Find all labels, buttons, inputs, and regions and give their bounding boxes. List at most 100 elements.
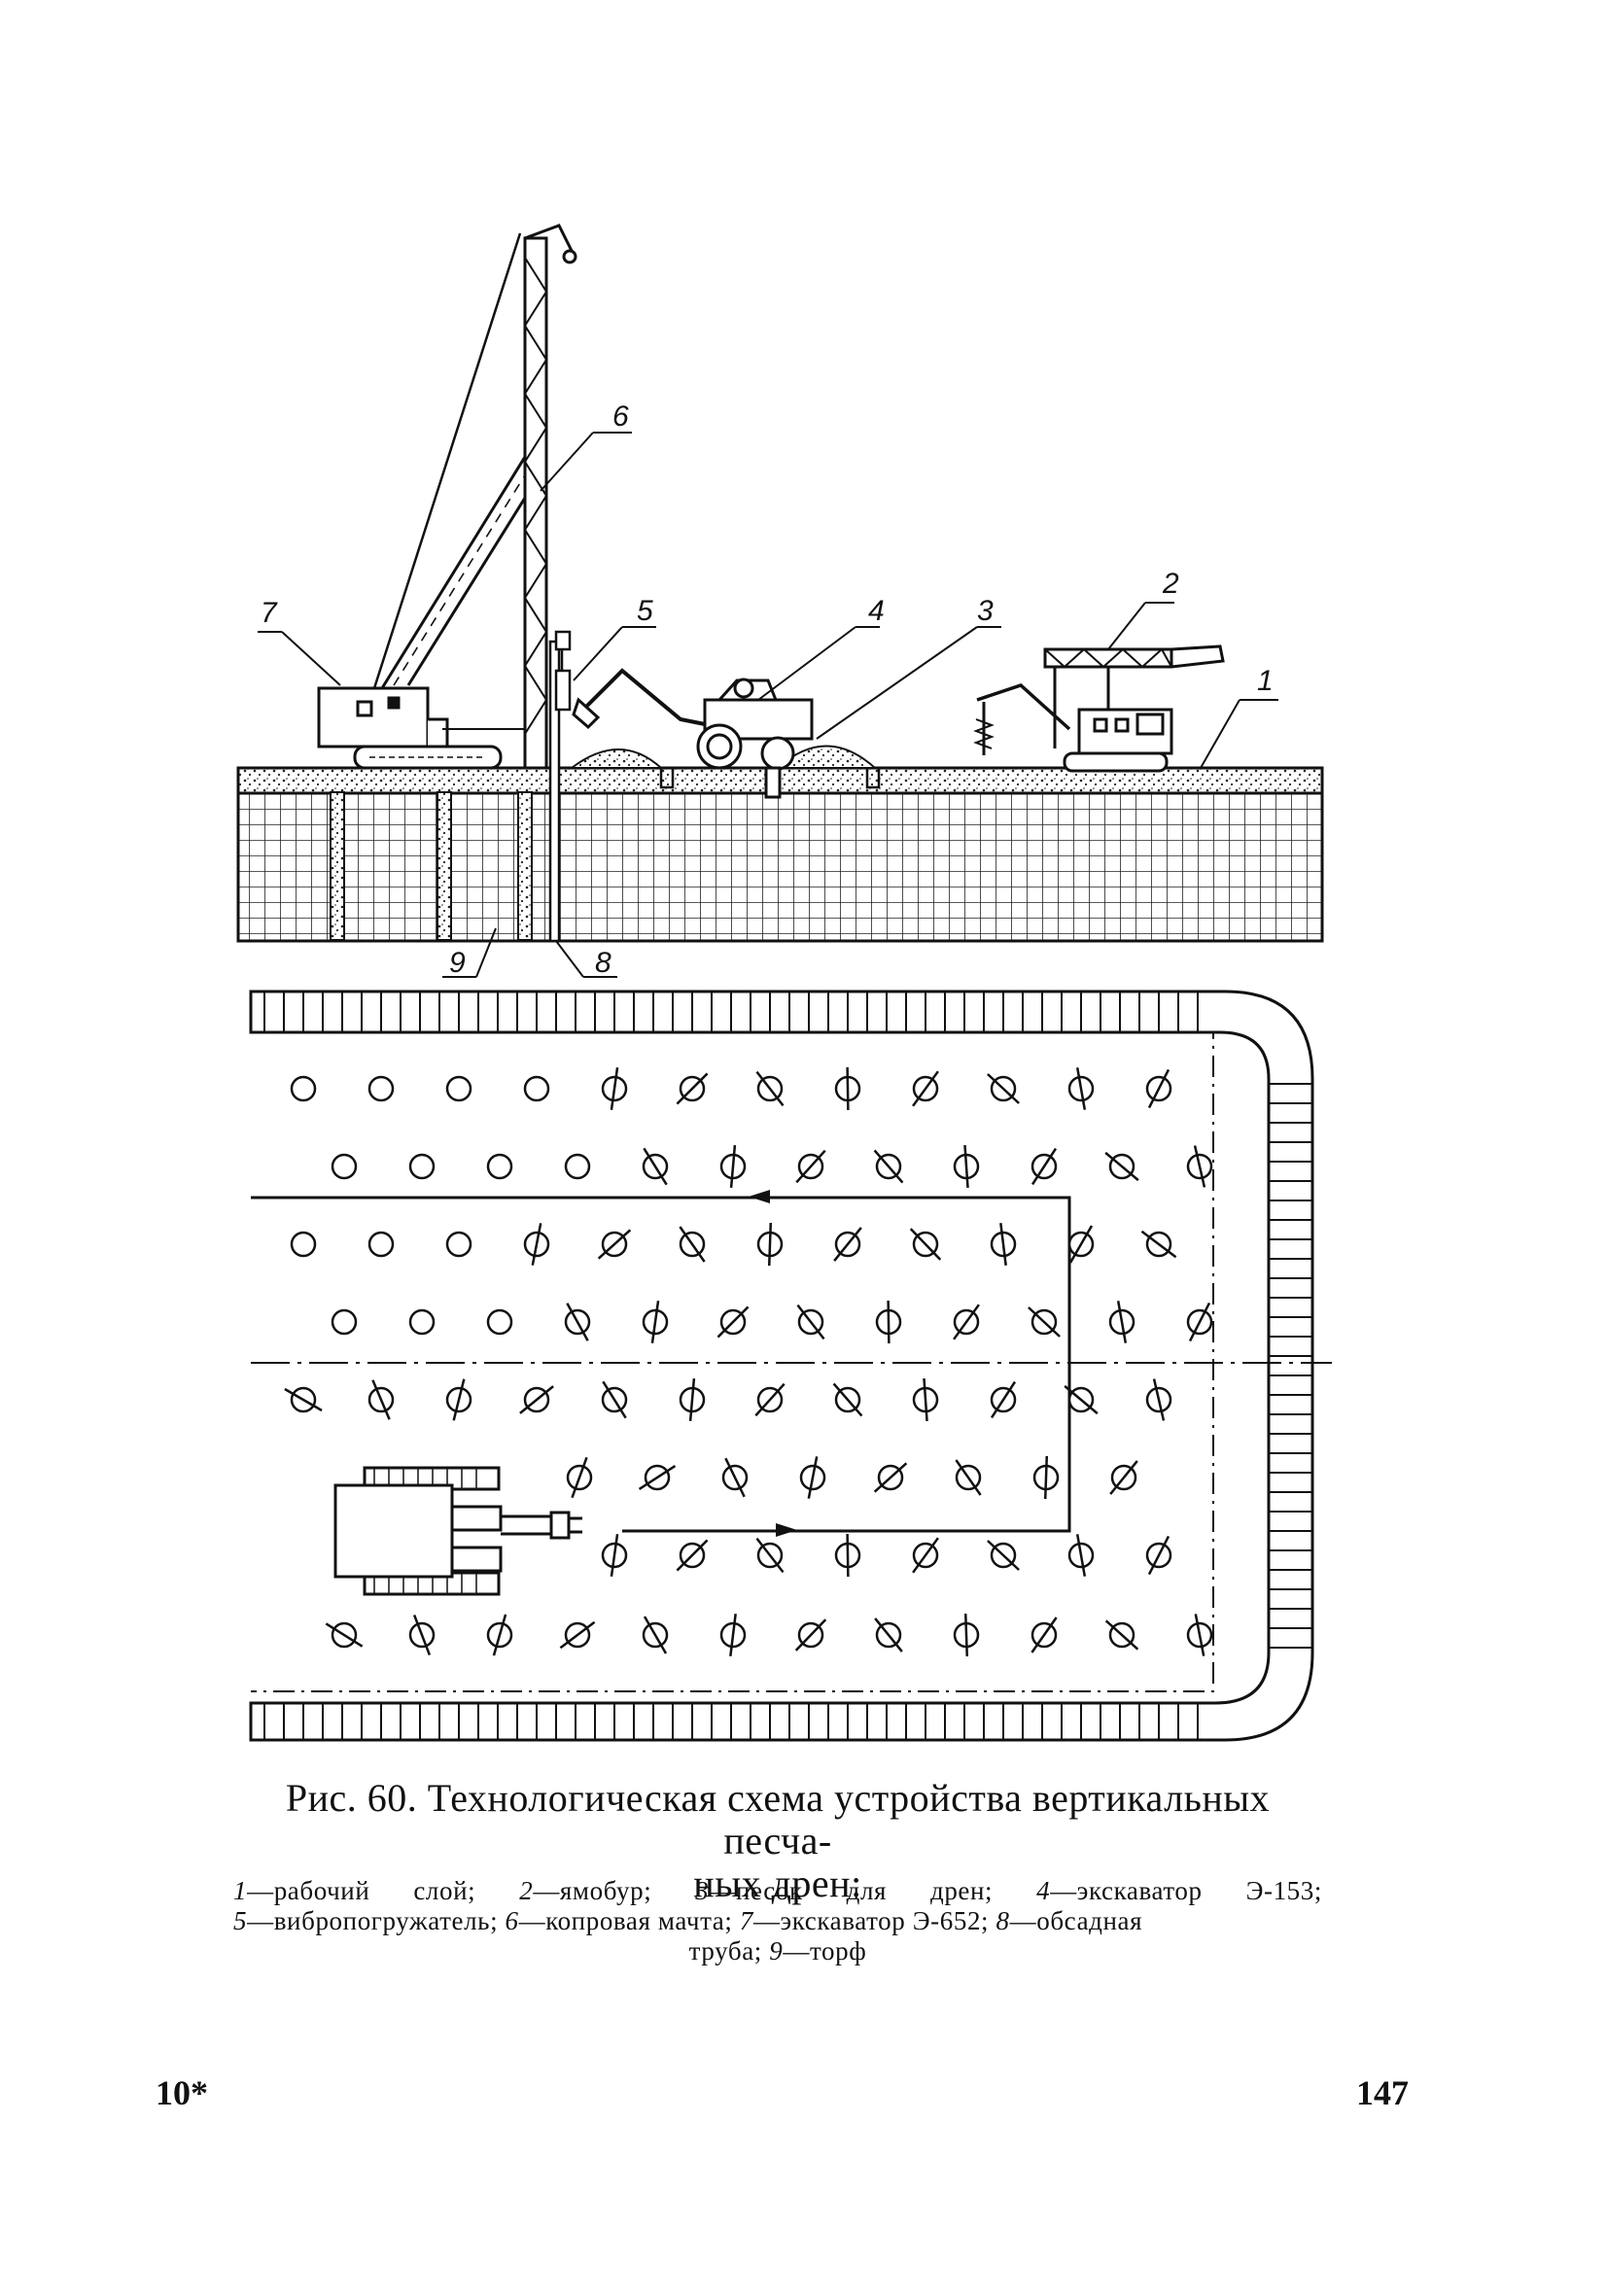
drain-installed [719,1144,747,1189]
travel-route-lower [622,1363,1071,1533]
drain-installed [755,1070,785,1107]
drain-installed [601,1067,628,1110]
drain-grid [284,1066,1213,1657]
drain-installed [1186,1302,1213,1342]
work-boundary [251,1031,1215,1692]
drain-installed [912,1377,939,1422]
drain-installed [486,1614,513,1656]
casing-pipe [548,640,561,943]
drain-installed [408,1615,436,1655]
drain-planned [486,1153,513,1180]
drain-installed [794,1618,827,1652]
sand-drain [437,791,452,941]
caption-line-1: Рис. 60. Технологическая схема устройств… [285,1776,1271,1862]
legend-item: 7—экскаватор Э-652; [739,1906,990,1935]
drain-installed [679,1226,706,1263]
drain-installed [559,1620,596,1650]
legend-last-line: труба; 9—торф [233,1936,1322,1966]
drain-installed [873,1462,908,1493]
drain-installed [1186,1614,1213,1656]
legend-item: 6—копровая мачта; [505,1906,733,1935]
sand-drain [330,791,345,941]
drain-installed [873,1149,904,1184]
sand-pile [569,748,664,769]
drain-trench [659,768,881,789]
drain-planned [445,1231,472,1258]
drain-installed [953,1613,980,1657]
drain-installed [987,1540,1020,1571]
legend-item: 8—обсадная [996,1906,1143,1935]
drain-planned [290,1231,317,1258]
drain-installed [676,1072,709,1105]
callout-1: 1 [1257,665,1274,697]
drain-planned [408,1153,436,1180]
drain-installed [642,1301,669,1343]
plan-view [249,990,1332,1742]
callout-9: 9 [449,947,466,979]
drain-planned [367,1231,395,1258]
drain-installed [912,1537,939,1574]
callout-5: 5 [637,595,653,627]
drain-installed [597,1229,632,1260]
drain-installed [1104,1151,1139,1182]
drain-planned [486,1308,513,1336]
drain-installed [875,1300,902,1344]
drain-installed [519,1385,554,1414]
drain-installed [955,1459,982,1496]
drain-installed [601,1534,628,1577]
travel-route-upper [251,1196,1071,1363]
machine-plan [333,1466,582,1596]
legend-item: 3—песок для дрен; [695,1876,994,1905]
drain-installed [1067,1534,1095,1577]
auger-drill [973,644,1225,773]
drain-installed [1067,1225,1095,1264]
peat-layer [236,787,1324,943]
drain-installed [601,1380,628,1419]
drain-installed [795,1149,826,1184]
callout-7: 7 [261,597,278,629]
drain-installed [676,1539,709,1572]
figure-legend: 1—рабочий слой; 2—ямобур; 3—песок для др… [233,1876,1322,1966]
drain-installed [1104,1619,1139,1651]
drain-installed [1145,1535,1172,1576]
drain-installed [523,1223,550,1266]
figure-caption-title: Рис. 60. Технологическая схема устройств… [233,1777,1322,1905]
legend-item: труба; [688,1936,762,1966]
drain-installed [953,1304,980,1340]
drain-installed [1186,1145,1213,1188]
drain-installed [1145,1378,1172,1421]
excavator-e652 [317,232,547,770]
drain-installed [1031,1147,1058,1186]
drain-installed [909,1228,942,1261]
drain-planned [331,1308,358,1336]
pile-mast [523,224,577,770]
drain-installed [1064,1384,1099,1415]
drain-installed [953,1144,980,1189]
drain-installed [719,1614,747,1656]
side-section: 1 2 3 4 5 6 7 8 9 [236,224,1324,979]
drain-installed [1145,1068,1172,1109]
drain-planned [367,1075,395,1102]
drain-installed [833,1227,862,1262]
drain-installed [834,1066,861,1111]
drain-installed [1032,1455,1060,1500]
legend-item: 2—ямобур; [519,1876,652,1905]
drain-installed [1031,1617,1058,1653]
drain-planned [445,1075,472,1102]
callout-3: 3 [977,595,994,627]
drain-installed [564,1303,591,1341]
excavator-e153 [572,668,814,799]
drain-installed [638,1464,677,1491]
legend-item: 5—вибропогружатель; [233,1906,499,1935]
drain-planned [331,1153,358,1180]
drain-installed [754,1382,786,1417]
drain-installed [445,1378,472,1421]
callout-6: 6 [612,400,629,433]
drain-installed [912,1070,939,1107]
page-number: 147 [1356,2073,1409,2112]
berm-outline [249,990,1314,1742]
berm-ticks [263,991,1312,1740]
drain-technology-diagram: 1 2 3 4 5 6 7 8 9 [236,224,1332,1742]
legend-item: 4—экскаватор Э-153; [1036,1876,1322,1905]
drain-installed [721,1457,749,1498]
